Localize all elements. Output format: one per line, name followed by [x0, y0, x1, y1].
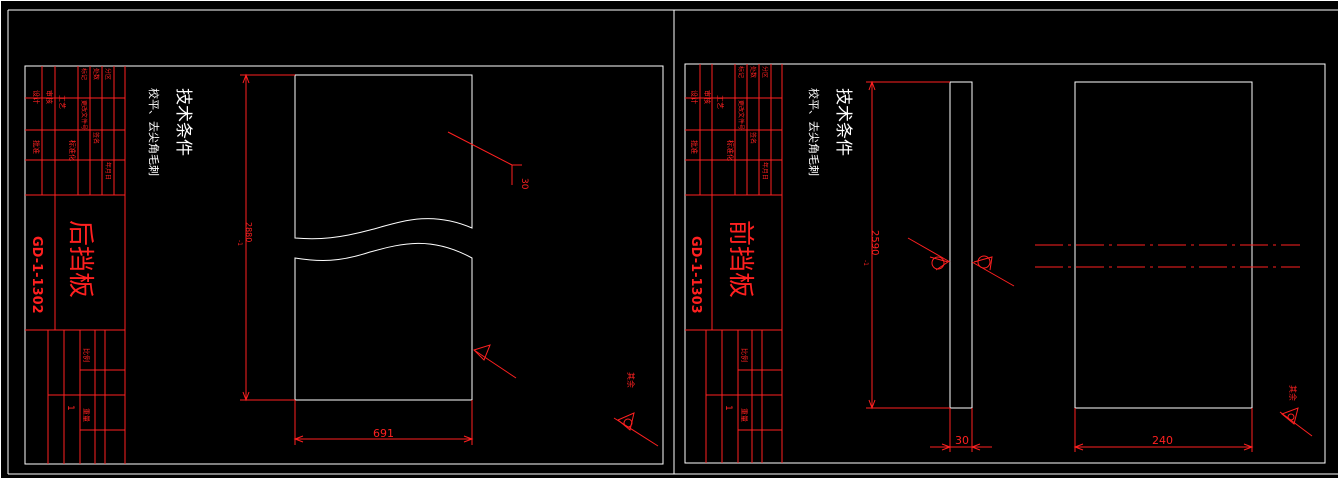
left-chamfer-leader: [447, 131, 522, 185]
left-part-name: 后挡板: [65, 220, 95, 298]
right-drawing-number: GD-1-1303: [688, 236, 703, 314]
left-width-value: 691: [373, 427, 394, 440]
left-tb-row-sign: 签名: [92, 132, 100, 144]
left-height-dimension: [240, 73, 295, 402]
left-height-value: 2880: [244, 222, 253, 242]
left-sheet-border: [24, 65, 664, 465]
left-tb-label-process: 工艺: [58, 95, 66, 109]
right-height-value: 2590: [869, 230, 880, 255]
left-other-roughness-symbol: [613, 412, 659, 447]
left-tb-label-approve: 批准: [32, 140, 41, 154]
left-tb-row-mark: 标记: [80, 68, 88, 80]
right-weld-symbol-right: [971, 255, 1015, 287]
left-tb-scale: 比例: [82, 348, 91, 362]
right-weld-symbol-left: [907, 237, 951, 271]
left-height-tolerance: -1: [236, 240, 243, 246]
left-tb-row-date: 年月日: [104, 162, 112, 180]
right-tb-label-design: 设计: [690, 90, 699, 104]
right-part-name: 前挡板: [725, 220, 755, 298]
right-tb-row-count: 处数: [749, 66, 757, 78]
left-tb-label-review: 审核: [45, 90, 54, 104]
right-tb-scale: 比例: [740, 348, 749, 362]
right-width-dimension: [1073, 408, 1254, 452]
right-other-roughness-label: 其余: [1288, 385, 1298, 401]
right-tech-title: 技术条件: [833, 88, 853, 156]
right-tb-label-standard: 标准化: [726, 140, 735, 161]
left-tb-weight: 重量: [82, 408, 90, 422]
right-tb-label-process: 工艺: [716, 95, 724, 109]
left-roughness-symbol: [473, 344, 517, 379]
right-side-view[interactable]: [949, 81, 973, 409]
left-tb-label-standard: 标准化: [68, 140, 77, 161]
left-sheet[interactable]: 设计 审核 工艺 标准化 批准 标记 处数 分区 更改文件号 签名 年月日 GD…: [24, 65, 664, 465]
left-tech-note: 校平、去尖角毛刺: [147, 88, 161, 176]
right-centerline: [1035, 244, 1300, 268]
left-tb-row-zone: 分区: [104, 68, 112, 80]
left-chamfer-value: 30: [519, 178, 529, 190]
right-height-tolerance: -1: [862, 260, 869, 266]
right-tb-weight: 重量: [740, 408, 748, 422]
right-thickness-value: 30: [955, 434, 969, 447]
right-thickness-dimension: [930, 408, 992, 452]
right-title-block: [685, 64, 783, 463]
right-height-dimension: [866, 80, 950, 410]
right-sheet[interactable]: 设计 审核 工艺 标准化 批准 标记 处数 分区 更改文件号 签名 年月日 GD…: [684, 63, 1326, 464]
left-tb-qty: 1: [65, 405, 75, 411]
right-tb-row-sign: 签名: [749, 132, 757, 144]
left-tb-row-doc: 更改文件号: [80, 100, 88, 130]
left-width-dimension: [293, 400, 474, 445]
right-tech-note: 校平、去尖角毛刺: [807, 88, 821, 176]
right-tb-row-doc: 更改文件号: [737, 100, 745, 130]
left-tb-row-count: 处数: [92, 68, 100, 80]
left-tb-label-design: 设计: [32, 90, 41, 104]
left-drawing-number: GD-1-1302: [29, 236, 44, 314]
right-width-value: 240: [1152, 434, 1173, 447]
right-tb-label-approve: 批准: [690, 140, 699, 154]
right-sheet-border: [684, 63, 1326, 464]
right-tb-row-zone: 分区: [761, 66, 769, 78]
left-part-outline[interactable]: [294, 74, 473, 401]
right-other-roughness-symbol: [1279, 407, 1313, 437]
left-title-block: [25, 66, 126, 464]
left-tech-title: 技术条件: [173, 88, 193, 156]
right-tb-label-review: 审核: [703, 90, 712, 104]
right-tb-row-mark: 标记: [737, 66, 745, 78]
right-tb-qty: 1: [723, 405, 733, 411]
left-other-roughness-label: 其余: [626, 372, 636, 388]
right-tb-row-date: 年月日: [761, 162, 769, 180]
